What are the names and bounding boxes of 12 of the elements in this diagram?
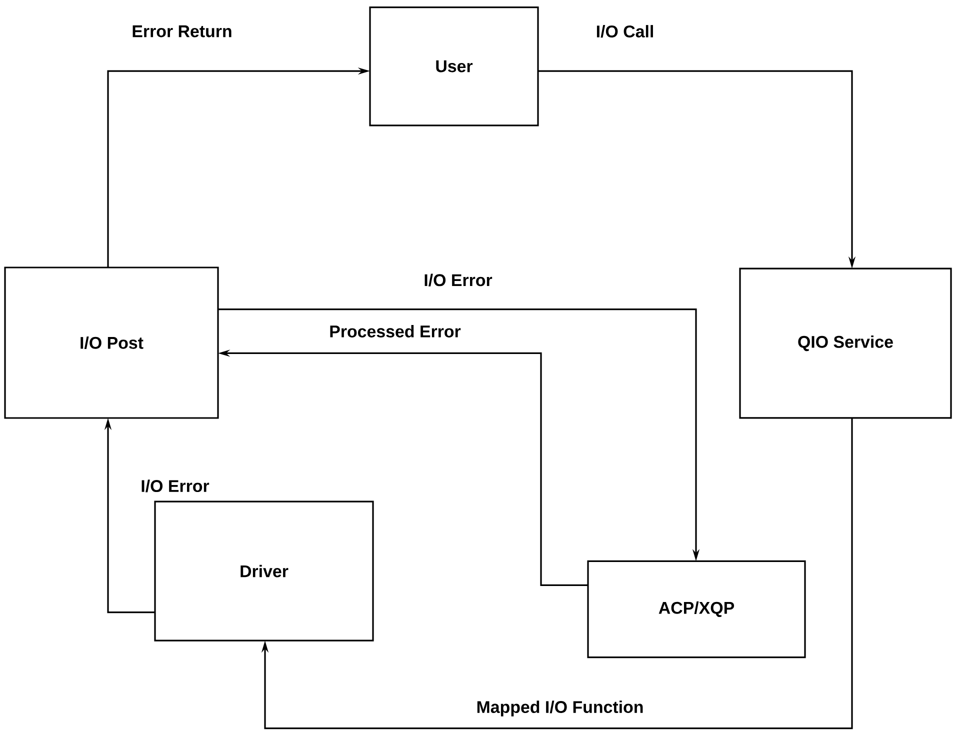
edge-label: Error Return [130,23,234,40]
process-box: Driver [154,500,374,642]
arrow [261,418,853,730]
edge-label: I/O Error [422,272,494,288]
process-box: ACP/XQP [587,560,806,658]
edge-label: I/O Call [594,23,656,40]
process-box: User [369,6,539,126]
process-box: I/O Post [4,266,219,419]
edge-label: Mapped I/O Function [474,698,646,718]
edge-label: Processed Error [327,323,463,340]
edge-label: I/O Error [138,478,212,494]
process-box: QIO Service [739,268,952,419]
